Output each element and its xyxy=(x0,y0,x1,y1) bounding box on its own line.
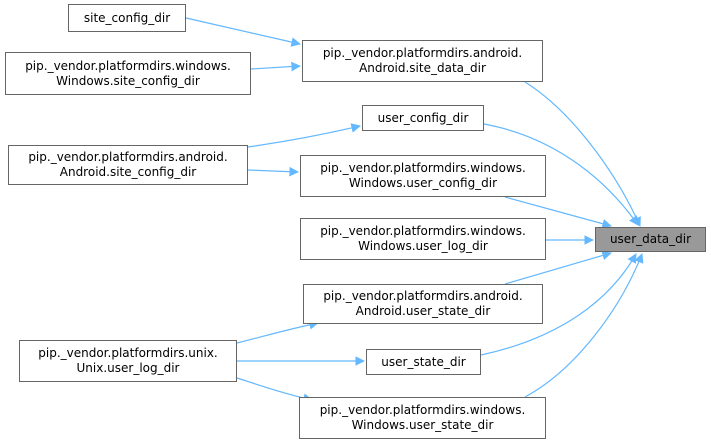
node-android-site-data-dir[interactable]: pip._vendor.platformdirs.android. Androi… xyxy=(302,40,543,82)
node-unix-user-log-dir-line-1: pip._vendor.platformdirs.unix. xyxy=(38,346,218,360)
edge-android-site-config-to-windows-user-config xyxy=(247,166,299,177)
node-windows-user-log-dir-line-1: pip._vendor.platformdirs.windows. xyxy=(320,224,526,238)
node-android-site-data-dir-line-2: Android.site_data_dir xyxy=(359,61,486,75)
node-android-user-state-dir-line-1: pip._vendor.platformdirs.android. xyxy=(323,289,523,303)
node-user-config-dir-line-1: user_config_dir xyxy=(377,110,469,125)
node-windows-site-config-dir[interactable]: pip._vendor.platformdirs.windows. Window… xyxy=(5,52,251,95)
node-windows-user-state-dir-line-1: pip._vendor.platformdirs.windows. xyxy=(319,403,526,417)
node-windows-user-config-dir[interactable]: pip._vendor.platformdirs.windows. Window… xyxy=(300,155,546,197)
node-android-user-state-dir[interactable]: pip._vendor.platformdirs.android. Androi… xyxy=(303,284,543,324)
node-android-user-state-dir-line-2: Android.user_state_dir xyxy=(355,304,491,318)
edge-unix-user-log-to-android-user-state xyxy=(236,320,319,344)
edge-user-state-to-user-data-dir xyxy=(480,253,637,356)
node-android-site-data-dir-line-1: pip._vendor.platformdirs.android. xyxy=(322,46,523,60)
node-android-site-config-dir-line-2: Android.site_config_dir xyxy=(59,165,197,179)
node-site-config-dir-line-1: site_config_dir xyxy=(83,10,171,25)
node-unix-user-log-dir[interactable]: pip._vendor.platformdirs.unix. Unix.user… xyxy=(19,340,237,382)
edge-android-site-data-to-user-data-dir xyxy=(524,81,641,227)
edge-android-user-state-to-user-data-dir xyxy=(504,250,612,285)
node-windows-user-log-dir-line-2: Windows.user_log_dir xyxy=(358,239,488,253)
node-windows-user-config-dir-line-1: pip._vendor.platformdirs.windows. xyxy=(320,161,526,175)
node-windows-site-config-dir-line-2: Windows.site_config_dir xyxy=(56,73,200,88)
edge-windows-site-config-to-android-site-data xyxy=(250,61,301,72)
node-windows-user-log-dir[interactable]: pip._vendor.platformdirs.windows. Window… xyxy=(300,218,546,260)
node-unix-user-log-dir-line-2: Unix.user_log_dir xyxy=(76,361,180,375)
edge-user-config-to-user-data-dir xyxy=(483,123,639,226)
node-user-data-dir-line-1: user_data_dir xyxy=(609,232,692,246)
node-user-state-dir-line-1: user_state_dir xyxy=(381,354,466,369)
edge-android-site-config-to-user-config-dir xyxy=(247,123,361,148)
node-user-config-dir[interactable]: user_config_dir xyxy=(362,105,484,131)
edge-site-config-to-android-site-data xyxy=(185,17,301,47)
node-windows-user-config-dir-line-2: Windows.user_config_dir xyxy=(348,176,498,190)
node-windows-user-state-dir-line-2: Windows.user_state_dir xyxy=(351,418,494,432)
node-android-site-config-dir[interactable]: pip._vendor.platformdirs.android. Androi… xyxy=(8,145,248,185)
edge-windows-user-config-to-user-data-dir xyxy=(504,196,612,229)
node-site-config-dir[interactable]: site_config_dir xyxy=(68,4,186,32)
node-user-data-dir: user_data_dir xyxy=(595,227,706,252)
node-windows-site-config-dir-line-1: pip._vendor.platformdirs.windows. xyxy=(25,58,231,73)
edge-windows-user-state-to-user-data-dir xyxy=(524,253,644,398)
node-android-site-config-dir-line-1: pip._vendor.platformdirs.android. xyxy=(28,150,228,164)
node-user-state-dir[interactable]: user_state_dir xyxy=(366,349,481,375)
node-windows-user-state-dir[interactable]: pip._vendor.platformdirs.windows. Window… xyxy=(299,397,546,439)
